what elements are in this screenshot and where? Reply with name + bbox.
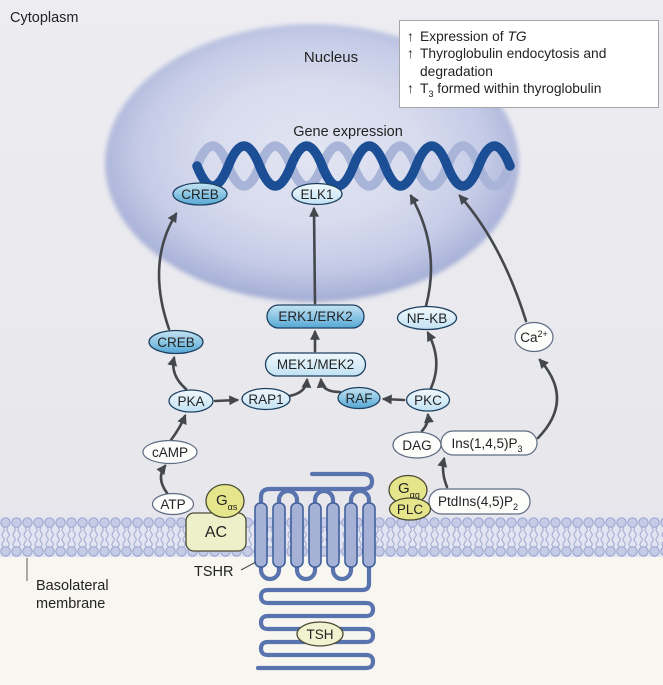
arrow-pka-to-creb [167, 355, 188, 391]
plc-label: PLC [397, 502, 424, 517]
arrow-ca-to-dna [458, 194, 528, 323]
raf-node [337, 386, 381, 410]
atp-node [151, 492, 195, 516]
receptor-loop-bottom-2 [294, 561, 318, 582]
rap1-node [241, 387, 291, 411]
nucleus-label: Nucleus [304, 49, 358, 66]
up-arrow-icon: ↑ [407, 29, 414, 44]
tshr-label: TSHR [194, 564, 233, 580]
ac-label: AC [205, 524, 227, 541]
mek-node [264, 352, 367, 377]
nfkb-label: NF-KB [407, 311, 448, 326]
arrow-pkc-to-nfkb [426, 331, 438, 390]
g-alpha-q-label: Gαq [398, 480, 420, 500]
helix-6 [344, 502, 358, 568]
creb-nuclear-label: CREB [181, 187, 219, 202]
receptor-ectodomain-serpentine [255, 563, 376, 671]
g-alpha-s-label: Gαs [216, 492, 238, 512]
gene-expression-label: Gene expression [293, 124, 403, 140]
creb-node [148, 329, 204, 355]
receptor-loop-bottom-1 [258, 561, 282, 582]
arrow-nfkb-to-dna [409, 194, 433, 308]
g-alpha-s-protein [205, 483, 245, 519]
up-arrow-icon: ↑ [407, 46, 414, 62]
creb-label: CREB [157, 335, 195, 350]
transmembrane-helices [254, 502, 376, 568]
receptor-loop-top-3 [348, 488, 372, 509]
erk-label: ERK1/ERK2 [278, 309, 352, 324]
arrow-dag-to-pkc [420, 412, 434, 433]
helix-7 [362, 502, 376, 568]
ptdins45p2-node [428, 488, 531, 515]
raf-label: RAF [346, 391, 373, 406]
helix-5 [326, 502, 340, 568]
tshr-receptor [240, 471, 376, 671]
dna-helix [192, 141, 515, 191]
arrow-creb-to-nucleus [157, 212, 178, 331]
ins145p3-node [440, 430, 538, 456]
arrow-ins-to-ca [536, 358, 559, 440]
helix-2 [272, 502, 286, 568]
annotation-item-thyroglobulin-endocytosis: ↑ Thyroglobulin endocytosis and degradat… [407, 46, 607, 79]
arrow-erk-to-elk1 [309, 206, 320, 305]
pkc-node [405, 388, 451, 412]
elk1-node [291, 182, 343, 206]
arrow-pka-to-rap1 [213, 395, 240, 406]
camp-node [142, 439, 198, 465]
dag-label: DAG [402, 438, 431, 453]
basolateral-membrane-label-line1: Basolateral [36, 578, 109, 594]
arrow-raf-to-mek [316, 377, 342, 394]
annotation-item-expression-of-tg: ↑ Expression of TG [407, 29, 527, 44]
atp-label: ATP [160, 497, 185, 512]
up-arrow-icon: ↑ [407, 81, 414, 97]
ca-node [514, 321, 554, 353]
effects-annotation-box: ↑ Expression of TG ↑ Thyroglobulin endoc… [399, 20, 659, 109]
mek-label: MEK1/MEK2 [277, 357, 354, 372]
receptor-loop-top-2 [312, 488, 336, 509]
annotation-item-t3-formed: ↑ T3 formed within thyroglobulin [407, 81, 602, 99]
arrow-camp-to-pka [169, 413, 187, 442]
arrow-rap1-to-mek [287, 377, 312, 398]
arrow-ptdins-to-ins [437, 456, 449, 489]
ptdins45p2-label: PtdIns(4,5)P2 [438, 494, 518, 512]
nfkb-node [396, 305, 458, 331]
arrow-pkc-to-raf [381, 394, 406, 405]
tshr-pointer-line [240, 561, 257, 571]
ins145p3-label: Ins(1,4,5)P3 [451, 436, 522, 454]
pka-label: PKA [177, 394, 204, 409]
elk1-label: ELK1 [300, 187, 333, 202]
basolateral-membrane-label-line2: membrane [36, 596, 105, 612]
pathway-arrows [156, 194, 559, 495]
rap1-label: RAP1 [248, 392, 283, 407]
receptor-c-terminal-tail [258, 471, 375, 507]
receptor-loop-top-1 [276, 488, 300, 509]
plc-enzyme [388, 497, 432, 521]
erk-node [266, 304, 365, 329]
tsh-label: TSH [307, 627, 334, 642]
tsh-ligand [296, 621, 344, 647]
helix-3 [290, 502, 304, 568]
creb-nuclear-node [172, 182, 228, 206]
camp-label: cAMP [152, 445, 188, 460]
pkc-label: PKC [414, 393, 442, 408]
pka-node [168, 389, 214, 413]
dna-strand-dark [192, 141, 515, 191]
cytoplasm-label: Cytoplasm [10, 10, 79, 26]
arrow-atp-to-camp [156, 464, 169, 495]
ca-label: Ca2+ [520, 329, 548, 345]
helix-1 [254, 502, 268, 568]
extracellular-background [0, 557, 663, 685]
helix-4 [308, 502, 322, 568]
receptor-loop-bottom-3 [330, 561, 354, 582]
